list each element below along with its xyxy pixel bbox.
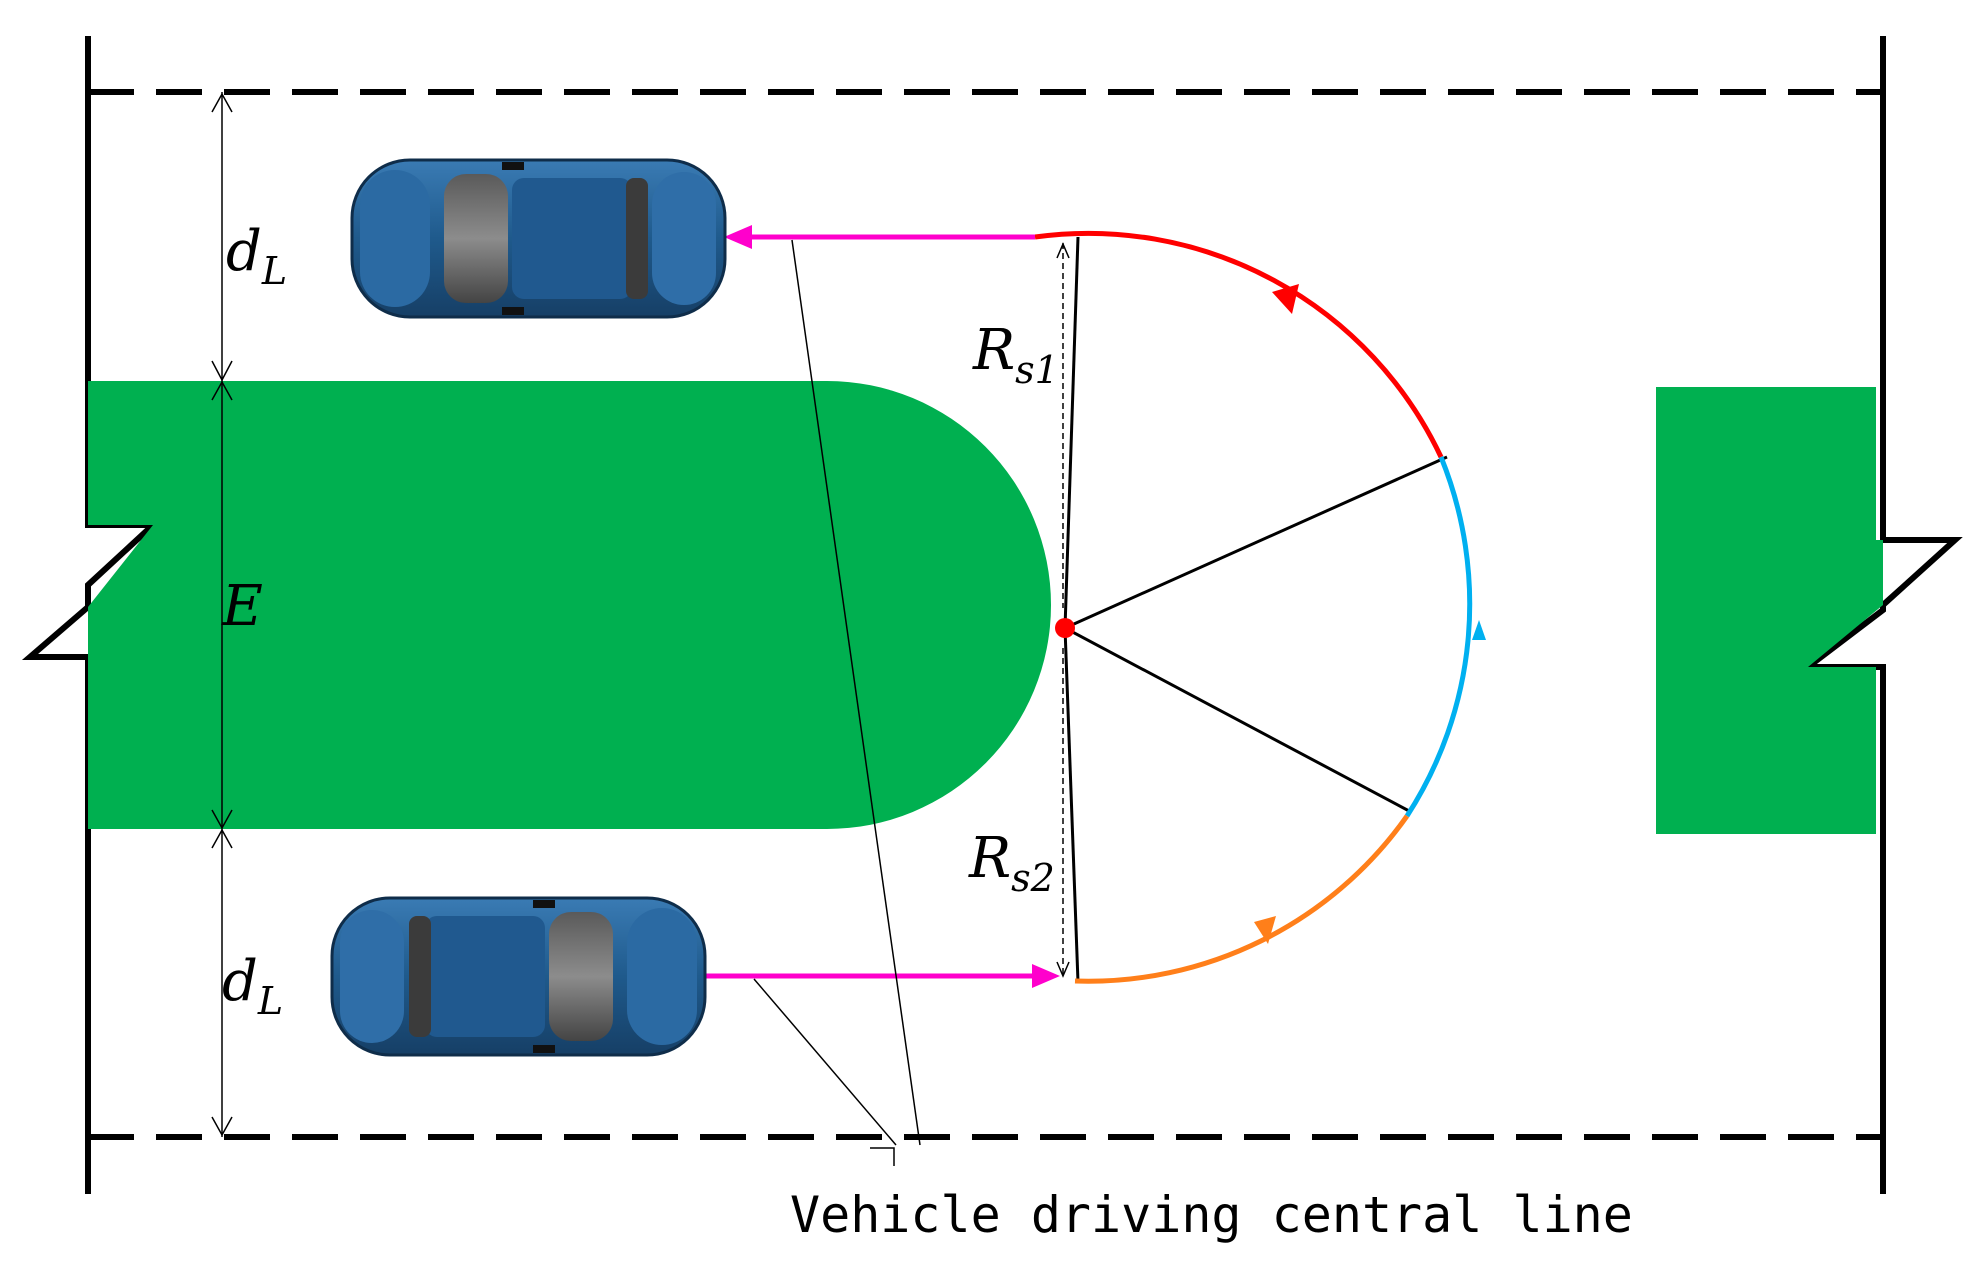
label-dl-bottom-sub: L: [257, 979, 283, 1023]
radius-line-upper-mid: [1064, 455, 1448, 630]
label-dl-top-sub: L: [261, 249, 287, 293]
entry-arrow-icon: [1032, 964, 1060, 988]
approach-paths: [700, 225, 1060, 988]
car-icon: [350, 158, 727, 319]
dimension-arrow-icon: [211, 92, 233, 113]
label-dl-bottom-main: d: [222, 949, 258, 1014]
arrow-icon: [1472, 620, 1486, 640]
turn-geometry: [1056, 236, 1448, 983]
width-dimension-line: [211, 92, 233, 1137]
lane-dashed-lines: [88, 89, 1883, 1140]
caption-leader-lines: [753, 239, 921, 1166]
median-island-left: [88, 381, 1051, 829]
label-e: E: [221, 574, 263, 639]
radius-line-lower-mid: [1064, 626, 1412, 814]
radius-line-top: [1063, 236, 1080, 629]
label-rs1-main: R: [972, 318, 1015, 383]
label-dl-top-main: d: [226, 219, 262, 284]
turn-arc-lower: [1074, 814, 1410, 984]
label-rs2-sub: s2: [1011, 856, 1055, 900]
car-icon: [330, 896, 707, 1057]
label-rs1: Rs1: [972, 318, 1059, 392]
turn-arc-upper: [1034, 230, 1444, 459]
arrow-icon: [1254, 916, 1276, 944]
radius-line-bottom: [1063, 627, 1080, 983]
label-rs1-sub: s1: [1015, 348, 1059, 392]
arrow-icon: [1272, 284, 1299, 314]
exit-arrow-icon: [724, 225, 752, 249]
label-dl-bottom: dL: [222, 949, 283, 1023]
label-dl-top: dL: [226, 219, 287, 293]
turn-center-point: [1055, 618, 1075, 638]
label-rs2-main: R: [968, 826, 1011, 891]
median-island-right: [1656, 387, 1883, 834]
label-rs2: Rs2: [968, 826, 1055, 900]
turn-arc-middle: [1404, 456, 1473, 818]
caption-vehicle-driving-central-line: Vehicle driving central line: [790, 1186, 1633, 1244]
